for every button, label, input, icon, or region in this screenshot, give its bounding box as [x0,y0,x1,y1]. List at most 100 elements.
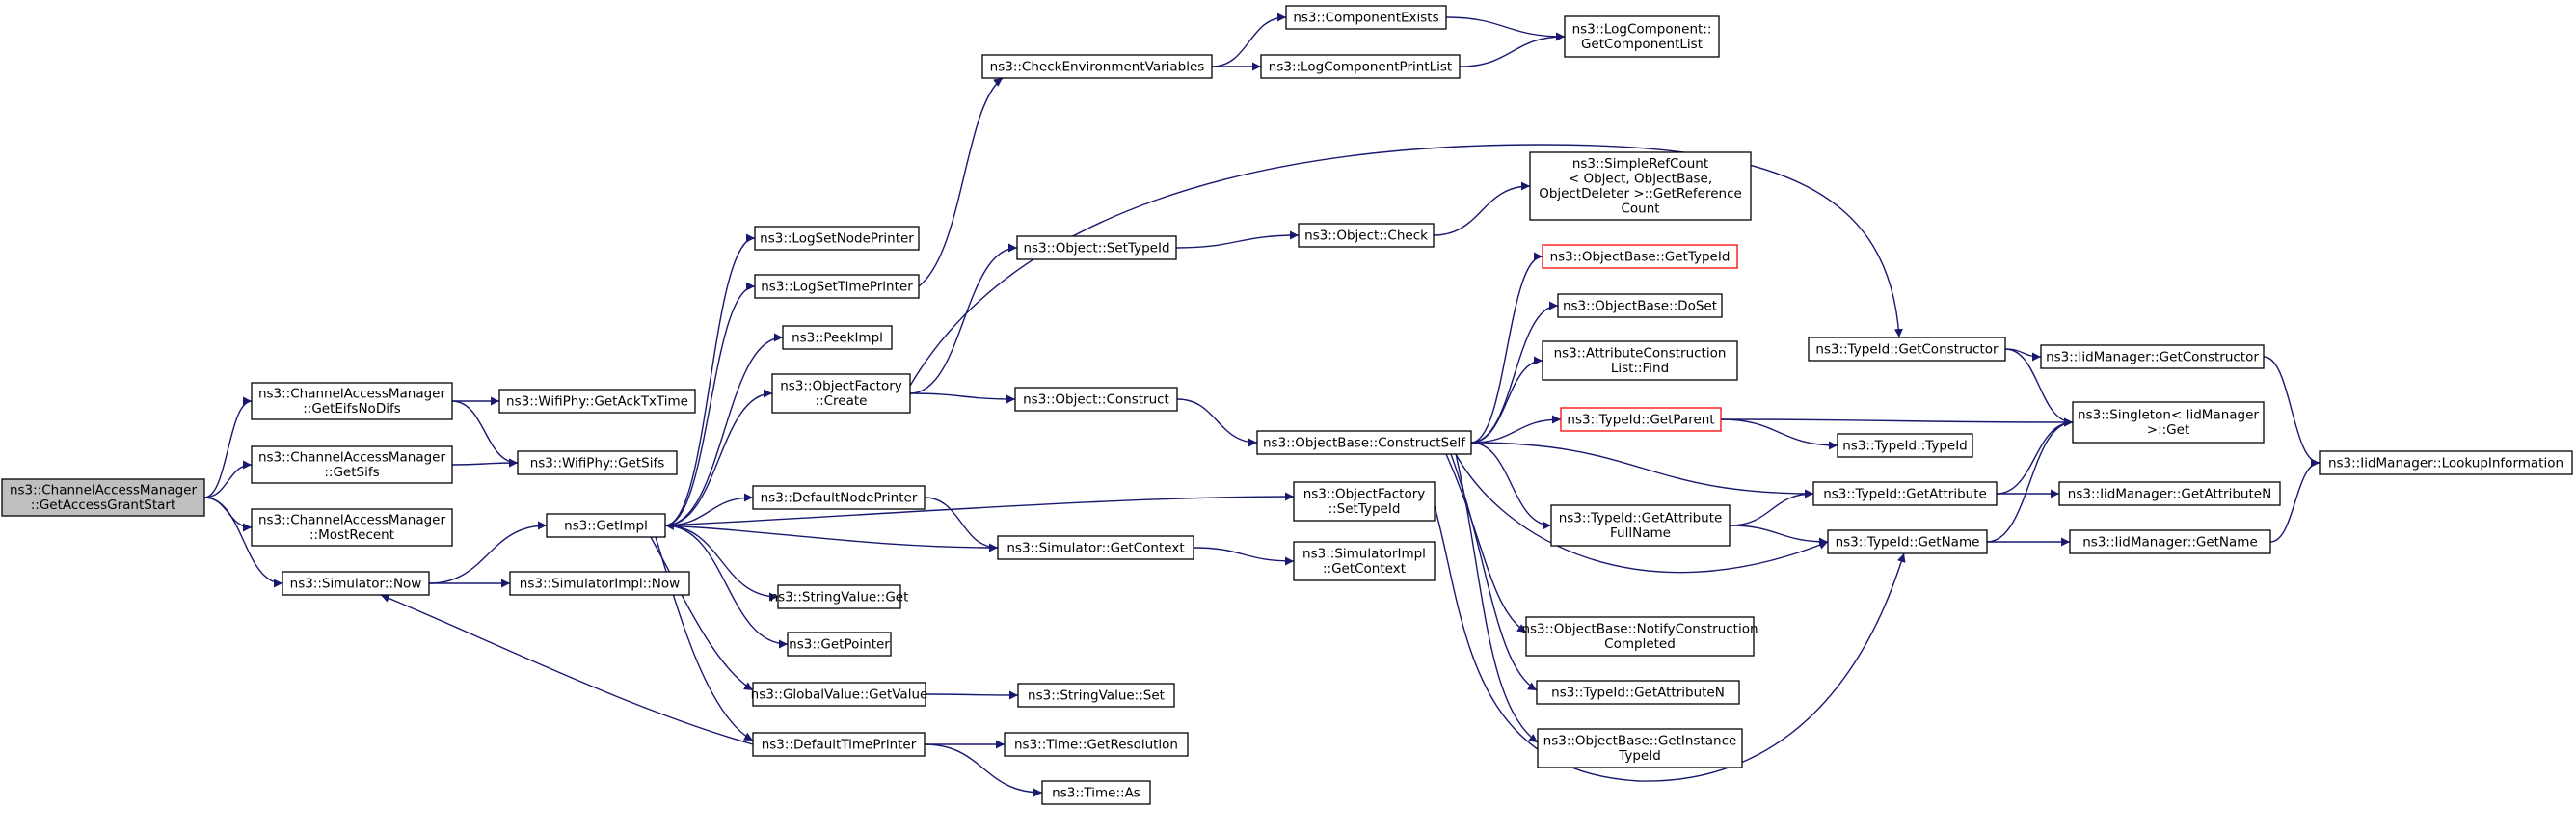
call-edge-getimpl-to-logsettime [664,282,756,526]
call-edge-constructself-to-getinsttypeid [1455,453,1539,743]
node-peekimpl[interactable]: ns3::PeekImpl [782,325,893,350]
node-simimplgetcontext[interactable]: ns3::SimulatorImpl::GetContext [1293,541,1436,581]
node-label-line: ::GetSifs [324,465,379,480]
node-simgetcontext[interactable]: ns3::Simulator::GetContext [997,535,1194,560]
node-globalvalget[interactable]: ns3::GlobalValue::GetValue [751,682,928,707]
node-label-line: ns3::TypeId::GetParent [1567,412,1714,427]
node-iidgetconstructor[interactable]: ns3::IidManager::GetConstructor [2040,344,2265,369]
node-typeidgetparent[interactable]: ns3::TypeId::GetParent [1560,407,1722,432]
node-label-line: ns3::Simulator::GetContext [1006,540,1184,555]
node-label-line: ns3::ObjectBase::GetTypeId [1550,249,1731,264]
node-typeidgetconstructor[interactable]: ns3::TypeId::GetConstructor [1808,337,2006,362]
node-label-line: ns3::GetPointer [789,636,890,652]
node-typeidgetname[interactable]: ns3::TypeId::GetName [1827,529,1988,554]
node-simplerefcount[interactable]: ns3::SimpleRefCount< Object, ObjectBase,… [1529,151,1752,221]
node-checkenv[interactable]: ns3::CheckEnvironmentVariables [981,54,1213,79]
node-label-line: Completed [1604,636,1676,652]
node-label-line: List::Find [1611,361,1669,376]
node-label-line: ns3::TypeId::GetAttributeN [1551,685,1725,700]
node-objsettypeid[interactable]: ns3::Object::SetTypeId [1016,235,1177,260]
node-label-line: ns3::Time::GetResolution [1014,737,1178,752]
node-timeas[interactable]: ns3::Time::As [1041,780,1151,805]
node-iidgetname[interactable]: ns3::IidManager::GetName [2069,529,2271,554]
node-label-line: ObjectDeleter >::GetReference [1539,186,1742,202]
node-typeidgetattribute[interactable]: ns3::TypeId::GetAttribute [1812,481,1998,506]
node-mostrecent[interactable]: ns3::ChannelAccessManager::MostRecent [251,508,453,547]
node-getsifs_cam[interactable]: ns3::ChannelAccessManager::GetSifs [251,445,453,484]
node-objbasedoset[interactable]: ns3::ObjectBase::DoSet [1557,293,1723,318]
node-label-line: ns3::ObjectBase::DoSet [1563,298,1717,313]
call-edge-getimpl-to-logsetnode [664,233,756,526]
call-edge-getimpl-to-deftimeprinter [655,536,754,741]
node-label-line: ns3::IidManager::GetConstructor [2046,349,2259,364]
node-label-line: ns3::StringValue::Get [770,589,909,605]
call-edge-constructself-to-typeidgetname [1455,453,1829,574]
node-notifyconst[interactable]: ns3::ObjectBase::NotifyConstructionCompl… [1521,616,1758,657]
node-label-line: ns3::PeekImpl [792,330,883,345]
call-edge-objsettypeid-to-objcheck [1175,230,1300,249]
call-edge-getsifs_cam-to-wifigetsifs [451,458,519,468]
node-iidgetattrn[interactable]: ns3::IidManager::GetAttributeN [2058,481,2281,506]
node-timegetres[interactable]: ns3::Time::GetResolution [1004,732,1189,757]
call-edge-objconstruct-to-constructself [1176,398,1258,447]
call-edge-logsettime-to-checkenv [918,77,1004,287]
call-edge-objfactsettypeid-to-typeidgetname [1434,505,1906,782]
node-logcompprint[interactable]: ns3::LogComponentPrintList [1260,54,1461,79]
node-wifigetsifs[interactable]: ns3::WifiPhy::GetSifs [517,450,678,475]
call-edge-iidgetconstructor-to-iidlookup [2263,356,2321,468]
node-logsettime[interactable]: ns3::LogSetTimePrinter [754,274,920,299]
node-iidlookup[interactable]: ns3::IidManager::LookupInformation [2319,450,2573,475]
call-edge-defnodeprinter-to-simgetcontext [924,497,999,552]
node-objfactsettypeid[interactable]: ns3::ObjectFactory::SetTypeId [1293,481,1436,522]
node-objconstruct[interactable]: ns3::Object::Construct [1014,387,1178,412]
node-constructself[interactable]: ns3::ObjectBase::ConstructSelf [1256,430,1472,455]
node-label-line: GetComponentList [1581,37,1703,52]
node-simnow[interactable]: ns3::Simulator::Now [282,571,430,596]
call-edge-typeidgetattrfullname-to-typeidgetname [1729,525,1829,547]
call-edge-constructself-to-typeidgetparent [1470,415,1562,444]
node-label-line: ns3::TypeId::GetAttribute [1559,511,1723,526]
node-strvalset[interactable]: ns3::StringValue::Set [1017,683,1175,708]
node-singletonget[interactable]: ns3::Singleton< IidManager>::Get [2072,401,2265,444]
node-label-line: ns3::TypeId::TypeId [1842,438,1968,453]
call-edge-getimpl-to-getpointer [664,525,789,649]
call-edge-deftimeprinter-to-simnow [380,594,754,745]
node-logcompgetlist[interactable]: ns3::LogComponent::GetComponentList [1564,15,1720,58]
node-label-line: ns3::GetImpl [564,518,648,533]
node-label-line: ::Create [816,393,868,409]
call-edge-iidgetname-to-iidlookup [2269,458,2321,543]
node-label-line: ns3::Object::Check [1304,228,1428,243]
node-label-line: ns3::IidManager::GetName [2082,534,2258,550]
node-label-line: ns3::AttributeConstruction [1554,346,1727,362]
node-label-line: ns3::SimulatorImpl [1302,547,1426,562]
node-geteifs[interactable]: ns3::ChannelAccessManager::GetEifsNoDifs [251,382,453,420]
node-defnodeprinter[interactable]: ns3::DefaultNodePrinter [752,485,926,510]
node-label-line: ns3::CheckEnvironmentVariables [990,59,1205,74]
node-logsetnode[interactable]: ns3::LogSetNodePrinter [754,226,920,251]
node-typeidgetattrn[interactable]: ns3::TypeId::GetAttributeN [1536,680,1740,705]
node-objbasegettypeid[interactable]: ns3::ObjectBase::GetTypeId [1542,244,1738,269]
call-edge-checkenv-to-compexists [1211,13,1287,67]
node-getimpl[interactable]: ns3::GetImpl [546,513,666,538]
node-label-line: FullName [1610,525,1671,541]
node-label-line: ns3::ChannelAccessManager [258,387,446,402]
node-strvalget[interactable]: ns3::StringValue::Get [770,584,909,609]
function-nodes: ns3::ChannelAccessManager::GetAccessGran… [1,5,2573,805]
node-label-line: ns3::Simulator::Now [290,576,422,591]
node-deftimeprinter[interactable]: ns3::DefaultTimePrinter [752,732,926,757]
node-compexists[interactable]: ns3::ComponentExists [1285,5,1447,30]
call-edge-objcheck-to-simplerefcount [1433,181,1531,236]
node-label-line: ns3::WifiPhy::GetSifs [530,455,665,471]
node-objcheck[interactable]: ns3::Object::Check [1298,223,1435,248]
call-edge-constructself-to-typeidgetattrfullname [1470,442,1552,530]
node-objfactcreate[interactable]: ns3::ObjectFactory::Create [771,373,911,414]
node-getacktxtime[interactable]: ns3::WifiPhy::GetAckTxTime [498,389,696,414]
node-typeidtypeid[interactable]: ns3::TypeId::TypeId [1837,433,1973,458]
node-label-line: ns3::WifiPhy::GetAckTxTime [506,393,688,409]
node-simimplnow[interactable]: ns3::SimulatorImpl::Now [509,571,690,596]
node-getpointer[interactable]: ns3::GetPointer [787,632,892,657]
node-label-line: ns3::SimpleRefCount [1572,156,1708,172]
